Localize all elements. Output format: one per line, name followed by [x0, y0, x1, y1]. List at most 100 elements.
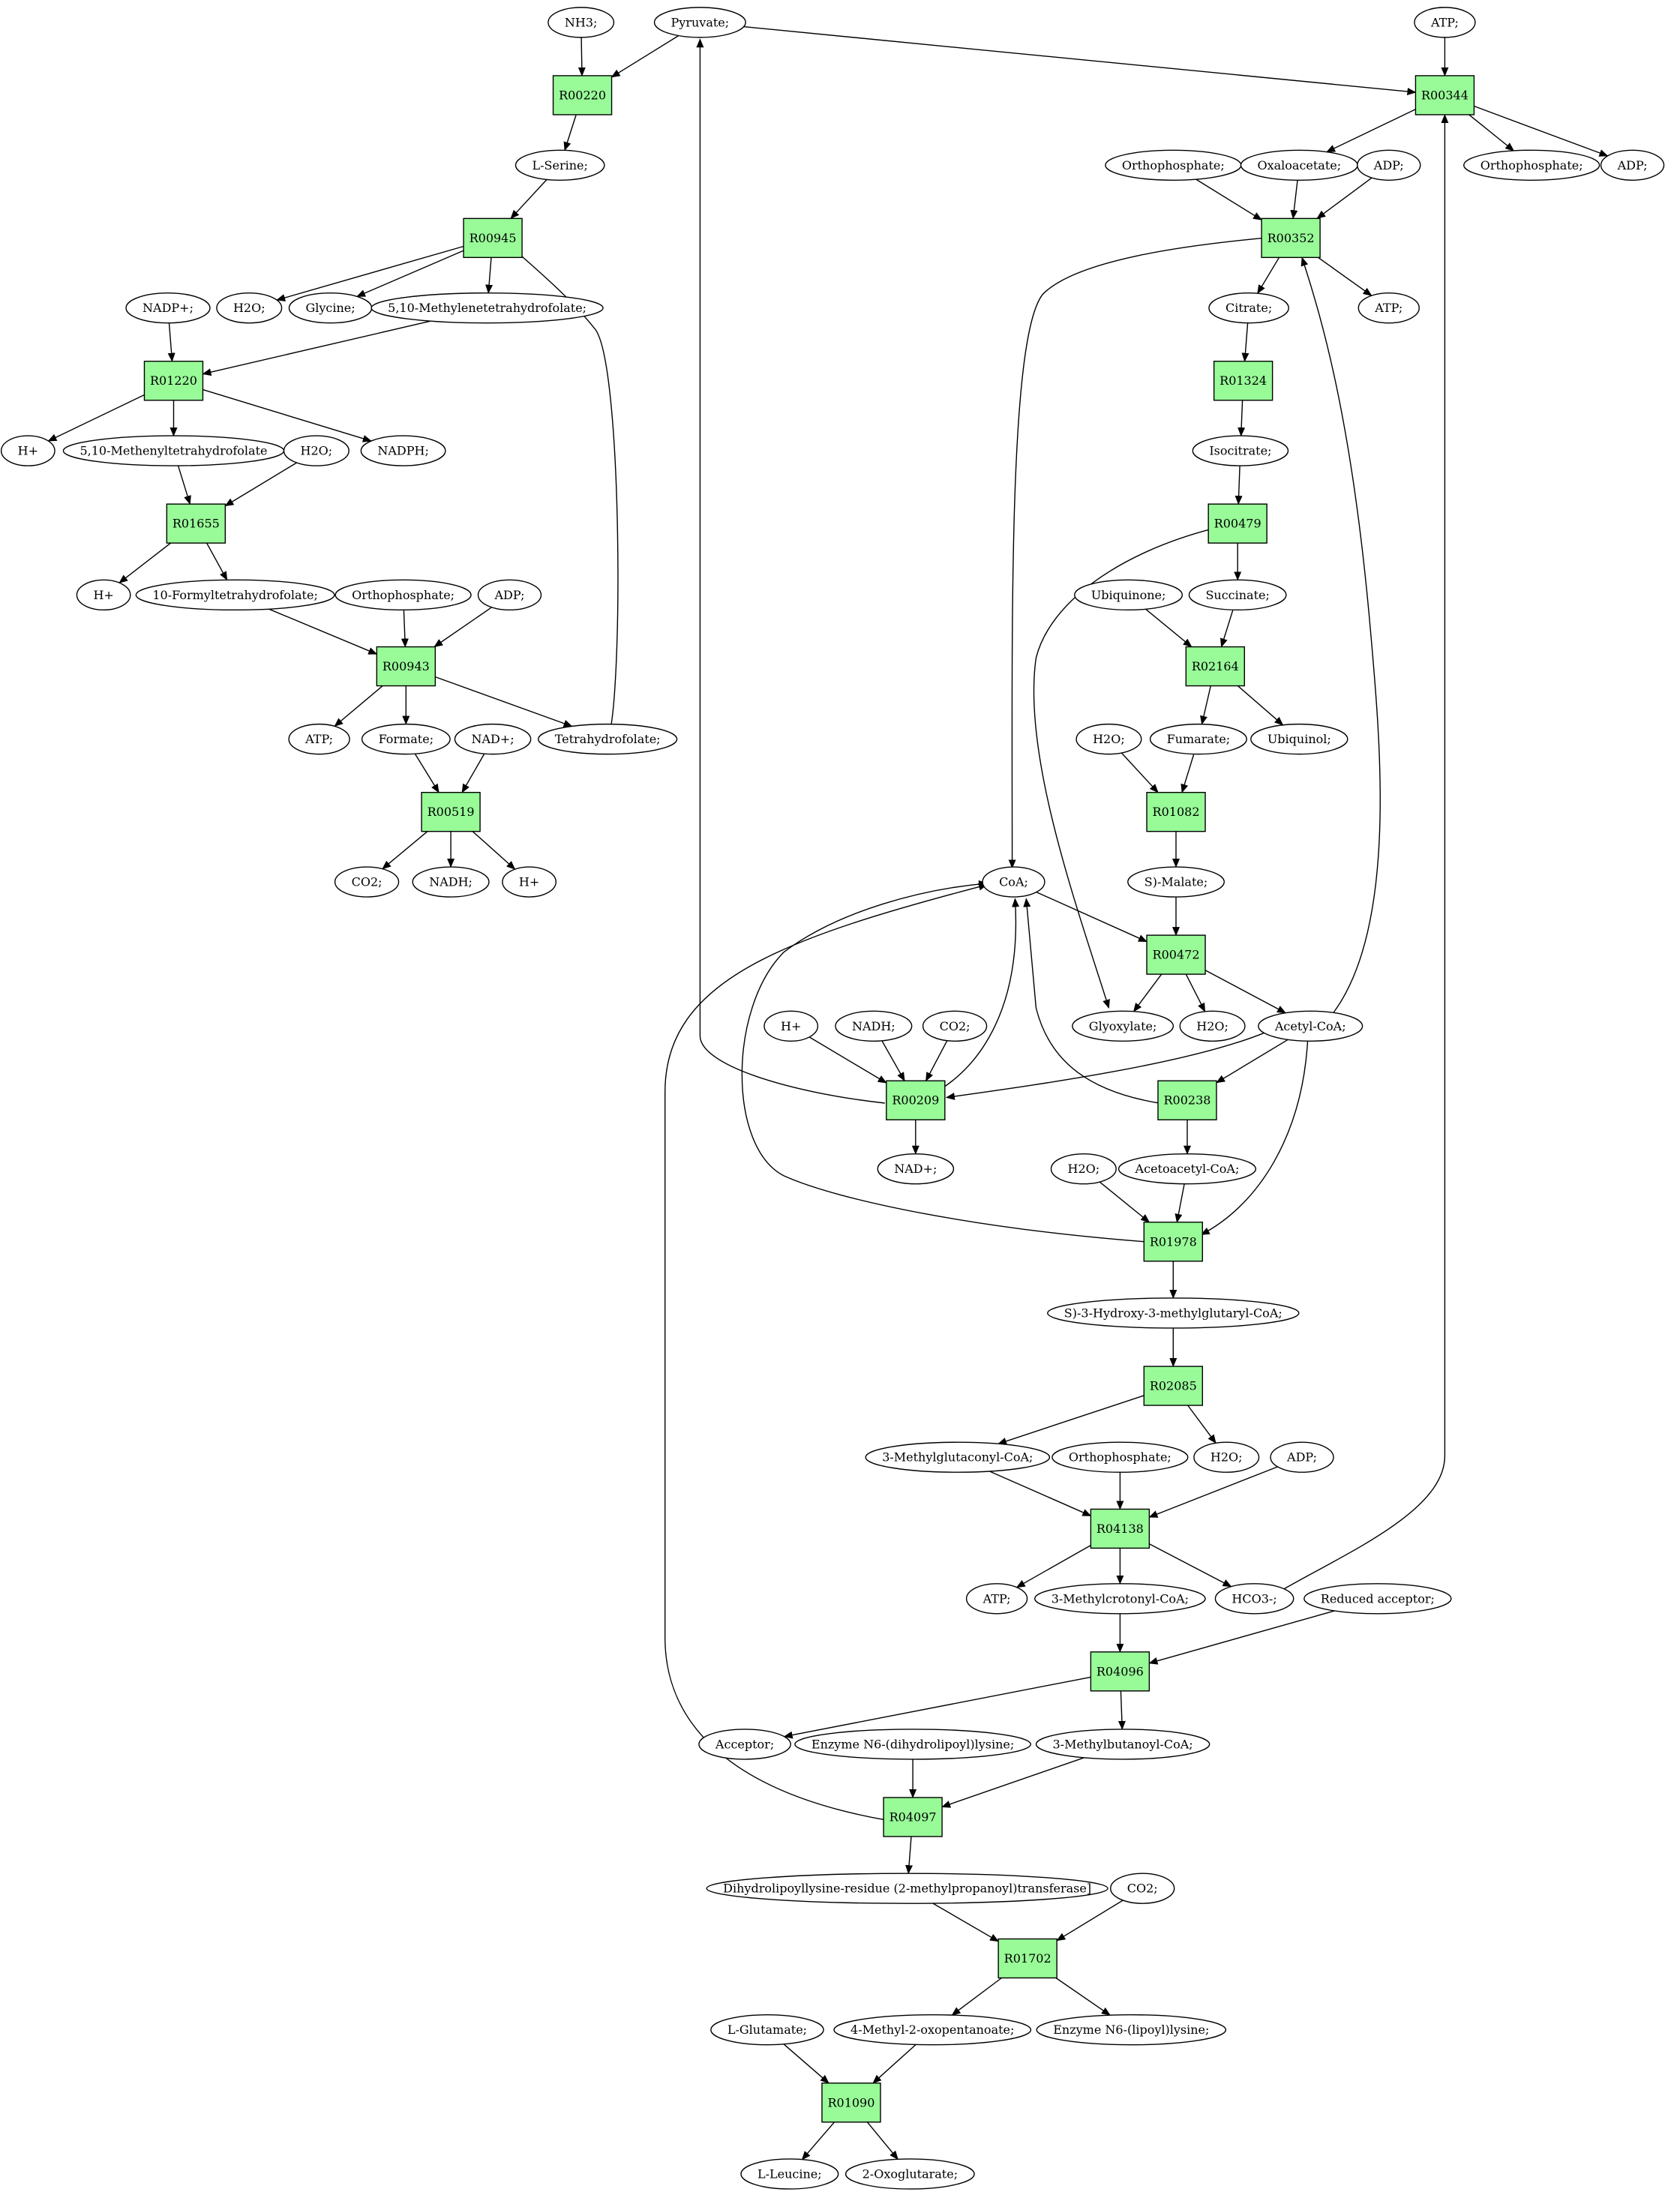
compound-ellipse	[1050, 1153, 1117, 1185]
compound-label: 3-Methylcrotonyl-CoA;	[1052, 1591, 1189, 1606]
compound-label: H2O;	[1068, 1162, 1100, 1176]
compound-ellipse	[283, 435, 350, 466]
reaction-node: R04097	[883, 1797, 943, 1837]
compound-label: H2O;	[1210, 1450, 1243, 1465]
edge-arrow	[118, 542, 172, 583]
compound-label: L-Serine;	[532, 158, 587, 172]
edge-arrow	[202, 320, 431, 376]
reaction-label: R00344	[1421, 88, 1468, 102]
compound-ellipse	[1110, 1873, 1175, 1904]
compound-node: 3-Methylbutanoyl-CoA;	[1035, 1729, 1210, 1760]
compound-label: Orthophosphate;	[352, 588, 454, 602]
compound-node: Reduced acceptor;	[1304, 1583, 1452, 1615]
reaction-box	[1090, 1508, 1150, 1549]
compound-ellipse	[334, 579, 472, 611]
compound-node: Formate;	[361, 723, 451, 755]
compound-label: CO2;	[1127, 1882, 1158, 1896]
compound-ellipse	[1127, 866, 1225, 898]
compound-ellipse	[360, 435, 446, 466]
compound-label: ADP;	[1286, 1450, 1317, 1465]
compound-ellipse	[698, 1729, 791, 1760]
edge-arrow	[202, 388, 372, 442]
edge-arrow	[1187, 1405, 1216, 1444]
edge-arrow	[268, 608, 378, 655]
compound-node: L-Serine;	[514, 149, 605, 181]
compound-label: 2-Oxoglutarate;	[862, 2167, 958, 2181]
compound-ellipse	[1118, 1153, 1257, 1185]
compound-node: Acetyl-CoA;	[1258, 1010, 1364, 1042]
edge-arrow	[696, 38, 885, 1104]
compound-ellipse	[740, 2158, 839, 2190]
compound-node: Orthophosphate;	[1105, 149, 1242, 181]
reaction-box	[1090, 1651, 1150, 1692]
compound-label: Glycine;	[305, 301, 355, 315]
compound-label: Enzyme N6-(dihydrolipoyl)lysine;	[812, 1737, 1014, 1751]
compound-ellipse	[1250, 723, 1348, 755]
compound-label: NADP+;	[142, 301, 194, 315]
compound-node: H2O;	[283, 435, 350, 466]
compound-node: NADH;	[412, 866, 490, 898]
compound-ellipse	[1463, 149, 1600, 181]
compound-node: 10-Formyltetrahydrofolate;	[135, 579, 335, 611]
compound-ellipse	[1192, 435, 1289, 466]
compound-node: 4-Methyl-2-oxopentanoate;	[833, 2014, 1032, 2046]
compound-node: 2-Oxoglutarate;	[844, 2158, 975, 2190]
compound-label: Acceptor;	[715, 1737, 774, 1751]
edge-arrow	[1200, 1041, 1309, 1236]
compound-label: L-Leucine;	[758, 2167, 822, 2181]
edge-arrow	[1056, 1900, 1124, 1942]
compound-ellipse	[548, 7, 615, 38]
edge-arrow	[1220, 610, 1234, 648]
compound-ellipse	[1036, 2014, 1227, 2046]
reaction-box	[421, 791, 481, 832]
compound-label: Acetoacetyl-CoA;	[1135, 1162, 1240, 1176]
edge-arrow	[224, 462, 297, 507]
compound-node: NAD+;	[877, 1153, 955, 1185]
reaction-label: R04138	[1096, 1522, 1144, 1536]
compound-label: Isocitrate;	[1209, 444, 1271, 458]
compound-ellipse	[1414, 7, 1476, 38]
compound-ellipse	[965, 1583, 1028, 1615]
reaction-node: R00344	[1414, 75, 1475, 115]
reaction-box	[463, 217, 523, 259]
compound-node: Acceptor;	[698, 1729, 791, 1760]
compound-label: Orthophosphate;	[1480, 158, 1583, 172]
reaction-label: R04097	[890, 1810, 937, 1824]
compound-node: Pyruvate;	[653, 7, 746, 38]
reaction-node: R01324	[1213, 361, 1274, 401]
compound-ellipse	[1149, 723, 1247, 755]
compound-label: S)-3-Hydroxy-3-methylglutaryl-CoA;	[1064, 1306, 1282, 1320]
compound-node: ATP;	[288, 723, 350, 755]
compound-ellipse	[794, 1729, 1031, 1760]
compound-node: H2O;	[216, 292, 283, 324]
compound-node: 5,10-Methylenetetrahydrofolate;	[370, 292, 604, 324]
edge-arrow	[940, 898, 1020, 1090]
compound-node: Glyoxylate;	[1072, 1010, 1174, 1042]
compound-label: Enzyme N6-(lipoyl)lysine;	[1053, 2023, 1209, 2037]
compound-ellipse	[1193, 1441, 1260, 1473]
edge-arrow	[177, 465, 191, 505]
edge-arrow	[741, 880, 1146, 1243]
compound-label: NADH;	[429, 875, 472, 889]
compound-ellipse	[865, 1441, 1051, 1473]
compound-ellipse	[982, 866, 1046, 898]
compound-label: ATP;	[1374, 301, 1402, 315]
edge-arrow	[1326, 109, 1416, 153]
compound-node: ADP;	[1600, 149, 1665, 181]
reaction-box	[1146, 934, 1206, 975]
compound-ellipse	[1047, 1297, 1300, 1329]
compound-node: CO2;	[1110, 1873, 1175, 1904]
compound-label: Formate;	[379, 732, 434, 746]
reaction-box	[1185, 646, 1245, 687]
reaction-node: R01655	[166, 503, 226, 544]
edge-layer	[47, 25, 1609, 2161]
compound-label: H+	[519, 875, 539, 889]
edge-arrow	[808, 1036, 887, 1084]
compound-label: H2O;	[233, 301, 266, 315]
reaction-label: R00352	[1268, 231, 1315, 245]
compound-node: S)-3-Hydroxy-3-methylglutaryl-CoA;	[1047, 1297, 1300, 1329]
compound-ellipse	[1357, 149, 1421, 181]
edge-arrow	[334, 685, 383, 727]
compound-label: Glyoxylate;	[1089, 1019, 1157, 1033]
